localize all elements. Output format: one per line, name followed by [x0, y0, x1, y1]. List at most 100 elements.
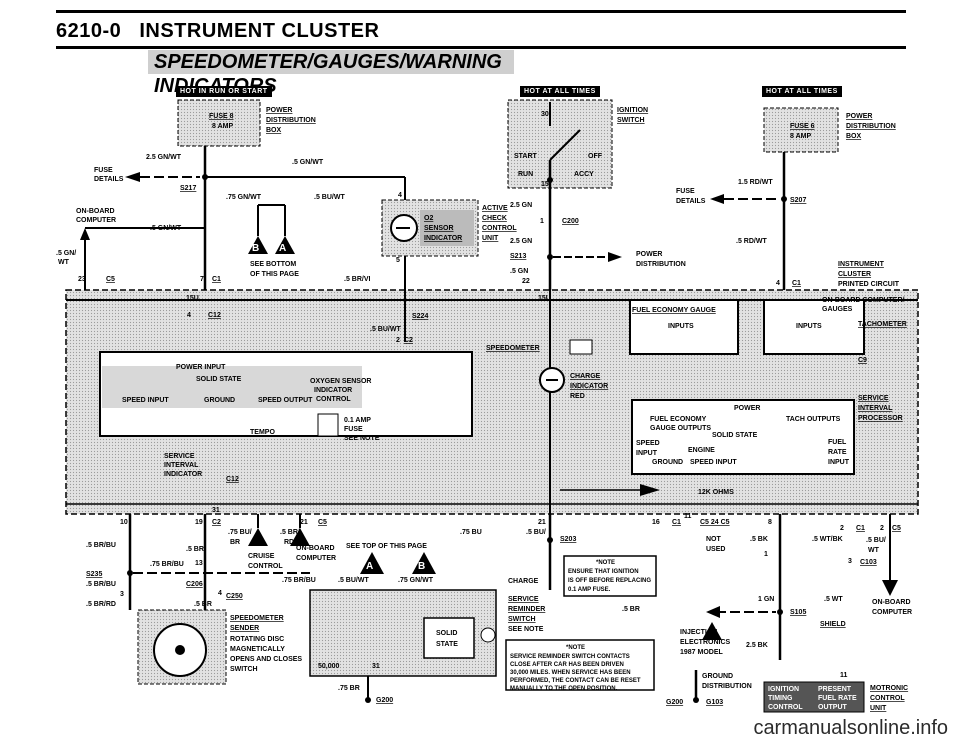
note-2-line-5: MANUALLY TO THE OPEN POSITION.	[510, 686, 618, 692]
tag-hot-at-all-times-1: HOT AT ALL TIMES	[520, 86, 600, 97]
present-2: FUEL RATE	[818, 695, 857, 702]
pin-4-bottom: 4	[218, 590, 222, 597]
power-dist-ign-2: DISTRIBUTION	[636, 261, 686, 268]
wire-75-br: .75 BR	[338, 685, 360, 692]
cruise-control-1: CRUISE	[248, 553, 275, 560]
fuse-01-note: SEE NOTE	[344, 435, 380, 442]
section-title: INSTRUMENT CLUSTER	[139, 20, 380, 42]
gauges-solid-state-label: SOLID STATE	[712, 432, 758, 439]
wire-75-brbu: .75 BR/BU	[150, 561, 184, 568]
splice-s213: S213	[510, 253, 526, 260]
onboard-right-2: COMPUTER	[872, 609, 912, 616]
present-1: PRESENT	[818, 686, 852, 693]
service-proc-2: INTERVAL	[858, 405, 893, 412]
engine-ground-1: ENGINE	[688, 447, 715, 454]
note-2-line-4: PERFORMED, THE CONTACT CAN BE RESET	[510, 678, 641, 684]
onboard-computer-1: ON-BOARD	[76, 208, 115, 215]
conn-c1-pin: 7	[200, 276, 204, 283]
gauges-power-label: POWER	[734, 405, 760, 412]
pin-31-bottom: 31	[372, 663, 380, 670]
wire-5-gnwt-top: .5 GN/WT	[292, 159, 324, 166]
wire-75-brbu-2: .75 BR/BU	[282, 577, 316, 584]
power-dist-right-1: POWER	[846, 113, 872, 120]
pin-19: 19	[195, 519, 203, 526]
power-input-label: POWER INPUT	[176, 364, 226, 371]
tach-outputs-label: TACH OUTPUTS	[786, 416, 841, 423]
pin-22: 22	[522, 278, 530, 285]
wire-rd: RD	[284, 539, 294, 546]
note-2-title: *NOTE	[566, 645, 585, 651]
ground-g103: G103	[706, 699, 723, 706]
sensor-label: SENSOR	[424, 225, 454, 232]
gauges-solid-state	[631, 399, 855, 475]
fuse-details-left-2: DETAILS	[94, 176, 124, 183]
fuel-inputs-label: INPUTS	[668, 323, 694, 330]
not-used-2: USED	[706, 546, 725, 553]
wire-75-gnwt: .75 GN/WT	[226, 194, 262, 201]
pin-13: 13	[195, 560, 203, 567]
check-control-1: ACTIVE	[482, 205, 508, 212]
conn-c1-bottom: C1	[672, 519, 681, 526]
ground-label: GROUND	[204, 397, 235, 404]
o2-indicator-2: INDICATOR	[314, 387, 352, 394]
page-title: 6210-0 INSTRUMENT CLUSTER	[56, 20, 379, 43]
tag-hot-in-run: HOT IN RUN OR START	[176, 86, 272, 97]
speed-input-label: SPEED INPUT	[122, 397, 169, 404]
note-2-line-2: CLOSE AFTER CAR HAS BEEN DRIVEN	[510, 662, 624, 668]
tag-hot-at-all-times-2: HOT AT ALL TIMES	[762, 86, 842, 97]
conn-c524: C5 24 C5	[700, 519, 730, 526]
wire-5-bu-right: .5 BU/	[866, 537, 886, 544]
wire-5-buwt-bottom: .5 BU/WT	[338, 577, 369, 584]
pin-3-bottom: 3	[120, 591, 124, 598]
wire-5-wtbk: .5 WT/BK	[812, 536, 843, 543]
motronic-block	[763, 681, 865, 713]
pin-8: 8	[768, 519, 772, 526]
present-3: OUTPUT	[818, 704, 848, 711]
fuel-econ-outputs-1: FUEL ECONOMY	[650, 416, 707, 423]
svg-text:A: A	[279, 243, 286, 254]
wire-5-buwt: .5 BU/WT	[314, 194, 345, 201]
fuel-economy-gauge	[629, 299, 739, 355]
conn-c200: C200	[562, 218, 579, 225]
ign-timing-2: TIMING	[768, 695, 793, 702]
injection-1: INJECTION	[680, 629, 717, 636]
conn-c5-pin: 23	[78, 276, 86, 283]
pin-21-mid: 21	[538, 519, 546, 526]
wire-25-gn-2: 2.5 GN	[510, 238, 532, 245]
top-rule	[56, 10, 906, 13]
svg-text:B: B	[418, 561, 425, 572]
sender-label-3: ROTATING DISC	[230, 636, 284, 643]
pin-21: 21	[300, 519, 308, 526]
pin-15u-left: 15U	[186, 295, 199, 302]
wire-5-brrd: .5 BR/RD	[86, 601, 116, 608]
sender-label-4: MAGNETICALLY	[230, 646, 285, 653]
speed-input-2a: SPEED	[636, 440, 660, 447]
onboard-right-1: ON-BOARD	[872, 599, 911, 606]
power-dist-left-1: POWER	[266, 107, 292, 114]
wire-75-bu-2: .75 BU	[460, 529, 482, 536]
wire-5-rdwt: .5 RD/WT	[736, 238, 767, 245]
speed-input-3: SPEED INPUT	[690, 459, 737, 466]
ground-dist-1: GROUND	[702, 673, 733, 680]
speed-output-label: SPEED OUTPUT	[258, 397, 313, 404]
pin-2-c2: 2	[396, 337, 400, 344]
ignition-switch-box	[507, 99, 613, 189]
ignition-start: START	[514, 153, 538, 160]
solid-state-2: STATE	[436, 641, 458, 648]
wire-75-gnwt-bottom: .75 GN/WT	[398, 577, 434, 584]
fuse-8-amp: 8 AMP	[212, 123, 233, 130]
conn-c12-service: C12	[226, 476, 239, 483]
power-dist-right-2: DISTRIBUTION	[846, 123, 896, 130]
pin-5: 5	[396, 257, 400, 264]
fuel-econ-outputs-2: GAUGE OUTPUTS	[650, 425, 711, 432]
fuel-rate-3: INPUT	[828, 459, 850, 466]
pin-15u-right: 15U	[538, 295, 551, 302]
wire-5-brvi: .5 BR/VI	[344, 276, 371, 283]
ignition-off: OFF	[588, 153, 603, 160]
ground-g200-left: G200	[376, 697, 393, 704]
wire-5-brbu: .5 BR/BU	[86, 542, 116, 549]
note-2-line-3: 30,000 MILES. WHEN SERVICE HAS BEEN	[510, 670, 631, 676]
fuel-rate-2: RATE	[828, 449, 847, 456]
fuse-details-left-1: FUSE	[94, 167, 113, 174]
